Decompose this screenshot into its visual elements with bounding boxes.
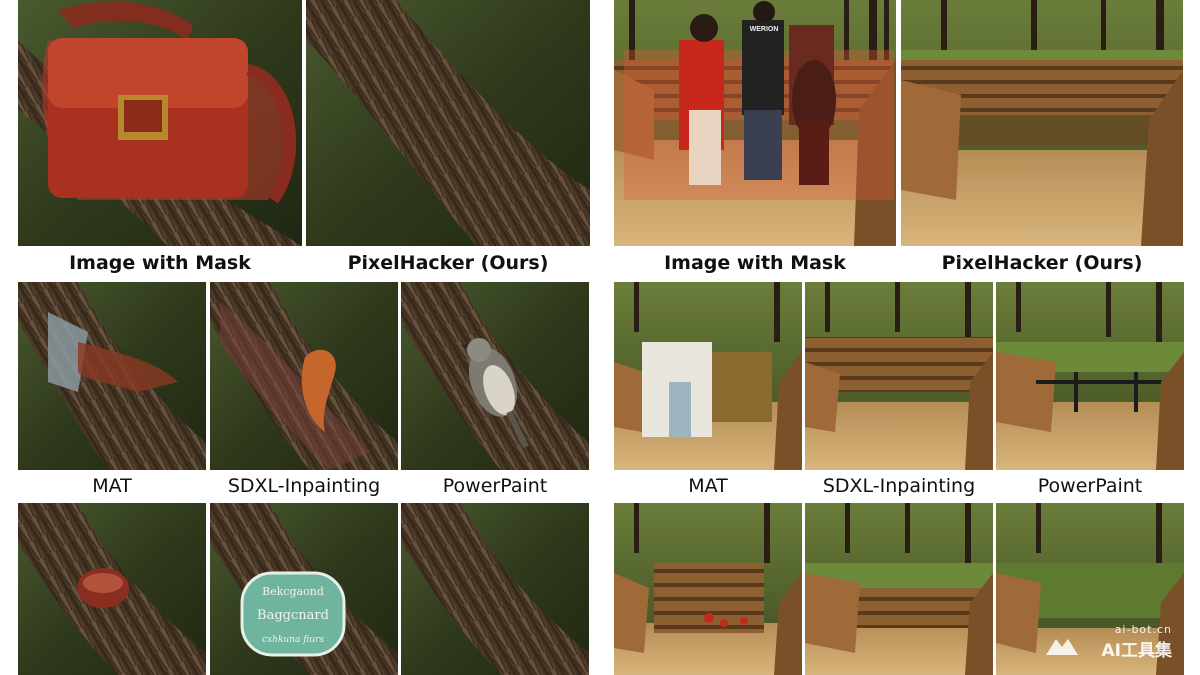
- right-image-with-mask: WERION: [614, 0, 896, 246]
- generated-sign-line1: Bekcgaond: [262, 585, 324, 598]
- right-pixelhacker-result: [901, 0, 1183, 246]
- right-mat-result: [614, 282, 802, 470]
- watermark-name: AI工具集: [1101, 641, 1172, 661]
- left-powerpaint-result: [401, 282, 589, 470]
- watermark-logo-icon: [1046, 639, 1078, 655]
- generated-sign-line2: Baggcnard: [257, 608, 329, 623]
- generated-sign-line3: cxhkuna fiurs: [262, 635, 324, 645]
- left-label-image-with-mask: Image with Mask: [69, 252, 251, 274]
- left-sdxl-result: [210, 282, 398, 470]
- left-pixelhacker-result: [306, 0, 590, 246]
- right-label-sdxl: SDXL-Inpainting: [822, 475, 976, 497]
- left-row3-result-2: Bekcgaond Baggcnard cxhkuna fiurs: [210, 503, 398, 675]
- right-label-powerpaint: PowerPaint: [1037, 475, 1143, 497]
- jacket-text: WERION: [749, 26, 779, 33]
- left-label-mat: MAT: [92, 475, 132, 497]
- left-label-powerpaint: PowerPaint: [442, 475, 548, 497]
- right-label-image-with-mask: Image with Mask: [664, 252, 846, 274]
- right-sdxl-result: [805, 282, 993, 470]
- left-label-sdxl: SDXL-Inpainting: [227, 475, 381, 497]
- right-powerpaint-result: [996, 282, 1184, 470]
- right-row3-result-2: [805, 503, 993, 675]
- watermark: ai-bot.cn AI工具集: [1102, 623, 1172, 661]
- right-row3-result-3: [996, 503, 1184, 675]
- left-row3-result-3: [401, 503, 589, 675]
- right-row3-result-1: [614, 503, 802, 675]
- left-image-with-mask: [18, 0, 302, 246]
- right-label-mat: MAT: [688, 475, 728, 497]
- left-row3-result-1: [18, 503, 206, 675]
- watermark-site: ai-bot.cn: [1114, 623, 1172, 636]
- right-label-pixelhacker: PixelHacker (Ours): [941, 252, 1143, 274]
- left-label-pixelhacker: PixelHacker (Ours): [347, 252, 549, 274]
- left-mat-result: [18, 282, 206, 470]
